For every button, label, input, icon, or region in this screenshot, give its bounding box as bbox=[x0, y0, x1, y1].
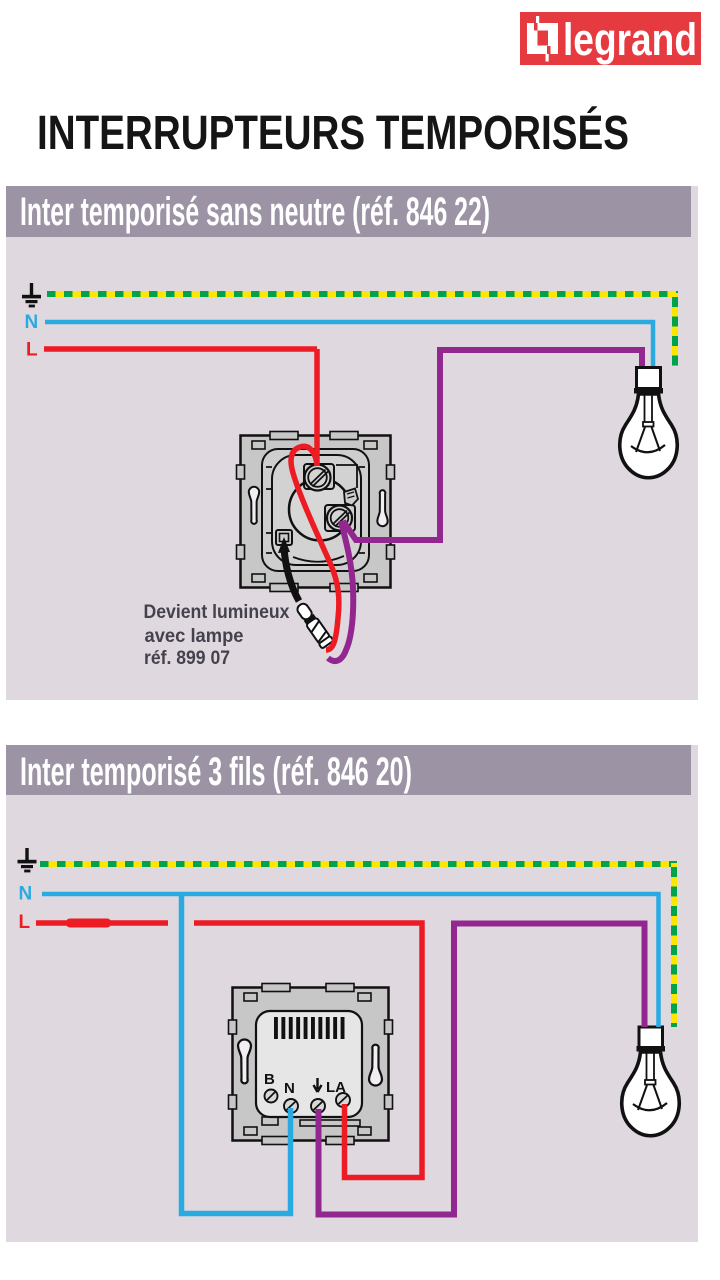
svg-text:Inter temporisé sans neutre (r: Inter temporisé sans neutre (réf. 846 22… bbox=[20, 190, 490, 234]
svg-text:INTERRUPTEURS TEMPORISÉS: INTERRUPTEURS TEMPORISÉS bbox=[37, 106, 629, 160]
svg-text:Devient lumineux: Devient lumineux bbox=[144, 601, 290, 623]
svg-text:L: L bbox=[19, 912, 31, 933]
svg-text:B: B bbox=[264, 1071, 275, 1088]
svg-text:Inter temporisé 3 fils (réf. 8: Inter temporisé 3 fils (réf. 846 20) bbox=[20, 750, 412, 794]
svg-text:réf. 899 07: réf. 899 07 bbox=[144, 647, 230, 669]
svg-text:legrand: legrand bbox=[563, 14, 697, 65]
svg-text:N: N bbox=[19, 884, 33, 905]
svg-text:avec lampe: avec lampe bbox=[145, 625, 244, 647]
svg-text:N: N bbox=[25, 312, 39, 333]
svg-text:N: N bbox=[284, 1080, 295, 1097]
svg-text:L: L bbox=[26, 340, 38, 361]
svg-text:LA: LA bbox=[326, 1079, 346, 1096]
